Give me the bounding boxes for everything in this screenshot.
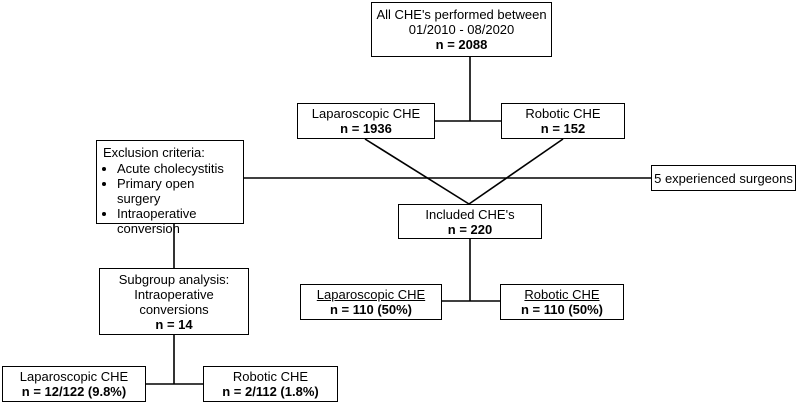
- robotic-included-label: Robotic CHE: [524, 287, 600, 302]
- subgroup-line2: Intraoperative: [134, 286, 214, 302]
- included-che-box: Included CHE's n = 220: [398, 204, 542, 239]
- exclusion-criteria-box: Exclusion criteria: Acute cholecystitis …: [96, 140, 244, 236]
- all-che-n: n = 2088: [435, 37, 488, 52]
- connector-lap-to-included: [364, 138, 470, 205]
- all-che-line1: All CHE's performed between: [376, 7, 547, 22]
- all-che-line2: 01/2010 - 08/2020: [408, 22, 515, 37]
- exclusion-item: Intraoperative conversion: [117, 206, 237, 236]
- exclusion-item: Acute cholecystitis: [117, 161, 237, 176]
- robotic-conversion-box: Robotic CHE n = 2/112 (1.8%): [203, 366, 338, 402]
- included-che-n: n = 220: [447, 221, 493, 237]
- laparoscopic-che-label: Laparoscopic CHE: [311, 106, 421, 121]
- robotic-che-n: n = 152: [540, 121, 586, 136]
- laparoscopic-conversion-label: Laparoscopic CHE: [19, 369, 129, 384]
- exclusion-item: Primary open surgery: [117, 176, 237, 206]
- robotic-che-box: Robotic CHE n = 152: [501, 103, 625, 139]
- subgroup-analysis-box: Subgroup analysis: Intraoperative conver…: [99, 268, 249, 335]
- subgroup-line1: Subgroup analysis:: [118, 271, 230, 287]
- robotic-included-box: Robotic CHE n = 110 (50%): [500, 284, 624, 320]
- included-che-label: Included CHE's: [425, 206, 515, 222]
- surgeons-label: 5 experienced surgeons: [654, 170, 793, 186]
- laparoscopic-conversion-box: Laparoscopic CHE n = 12/122 (9.8%): [2, 366, 146, 402]
- subgroup-n: n = 14: [155, 316, 193, 332]
- exclusion-criteria-title: Exclusion criteria:: [103, 145, 205, 160]
- laparoscopic-che-n: n = 1936: [340, 121, 392, 136]
- robotic-conversion-n: n = 2/112 (1.8%): [222, 384, 319, 399]
- surgeons-box: 5 experienced surgeons: [651, 165, 796, 191]
- connector-rob-to-included: [468, 138, 564, 205]
- laparoscopic-included-label: Laparoscopic CHE: [316, 287, 426, 302]
- robotic-che-label: Robotic CHE: [525, 106, 601, 121]
- laparoscopic-included-box: Laparoscopic CHE n = 110 (50%): [300, 284, 442, 320]
- laparoscopic-included-n: n = 110 (50%): [329, 302, 413, 317]
- laparoscopic-che-box: Laparoscopic CHE n = 1936: [297, 103, 435, 139]
- laparoscopic-conversion-n: n = 12/122 (9.8%): [21, 384, 127, 399]
- robotic-conversion-label: Robotic CHE: [232, 369, 309, 384]
- robotic-included-n: n = 110 (50%): [520, 302, 604, 317]
- all-che-box: All CHE's performed between 01/2010 - 08…: [371, 2, 552, 57]
- exclusion-criteria-list: Acute cholecystitis Primary open surgery…: [103, 161, 237, 236]
- subgroup-line3: conversions: [139, 301, 209, 317]
